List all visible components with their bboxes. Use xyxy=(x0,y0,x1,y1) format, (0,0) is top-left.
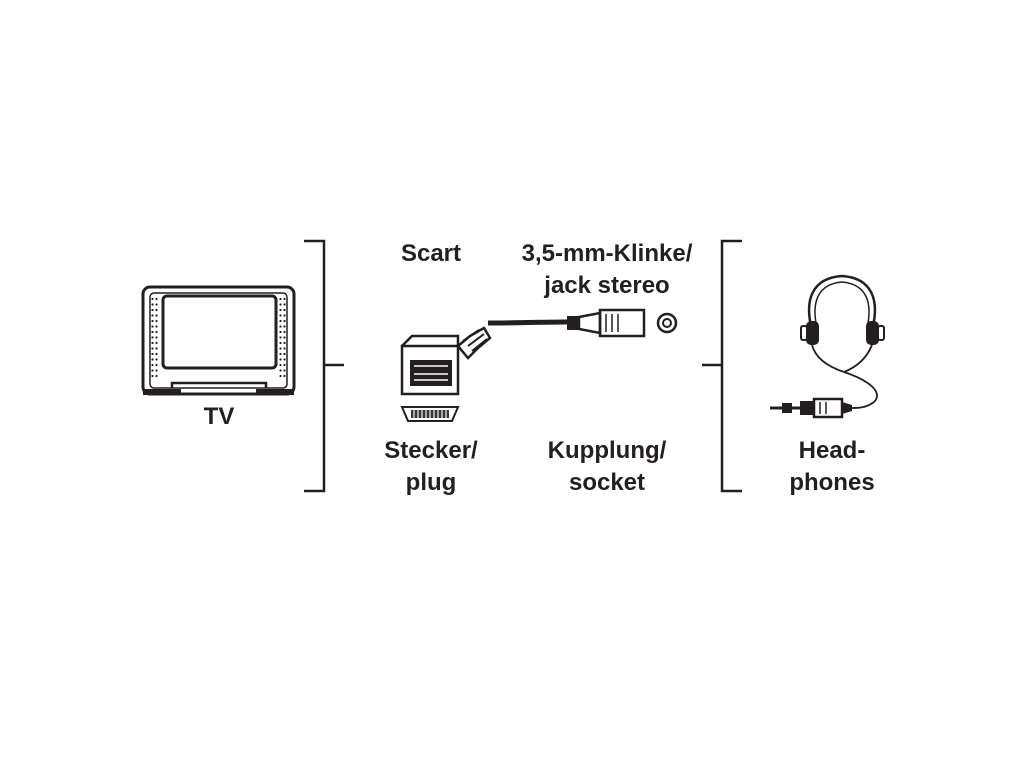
tv-speaker-right xyxy=(279,297,286,378)
right-bracket xyxy=(702,239,742,493)
tv-speaker-left xyxy=(151,297,158,378)
socket-label-line1: Kupplung/ xyxy=(548,437,667,464)
jack-plug-icon xyxy=(770,397,852,419)
headphones-label-line1: Head- xyxy=(799,437,866,464)
plug-label-line1: Stecker/ xyxy=(384,437,478,464)
jack-label-line2: jack stereo xyxy=(543,272,669,299)
scart-plug-icon xyxy=(400,326,492,396)
scart-label: Scart xyxy=(401,240,461,267)
tv-icon xyxy=(141,285,296,396)
headphones-icon xyxy=(800,274,885,409)
plug-label-line2: plug xyxy=(406,469,457,496)
jack-label-line1: 3,5-mm-Klinke/ xyxy=(522,240,693,267)
left-bracket xyxy=(304,239,344,493)
tv-label: TV xyxy=(204,403,235,430)
headphones-label-line2: phones xyxy=(789,469,874,496)
socket-label-line2: socket xyxy=(569,469,645,496)
cable xyxy=(487,319,568,326)
scart-pins xyxy=(411,410,449,418)
scart-pins-icon xyxy=(400,406,460,422)
jack-socket-icon xyxy=(567,308,678,338)
